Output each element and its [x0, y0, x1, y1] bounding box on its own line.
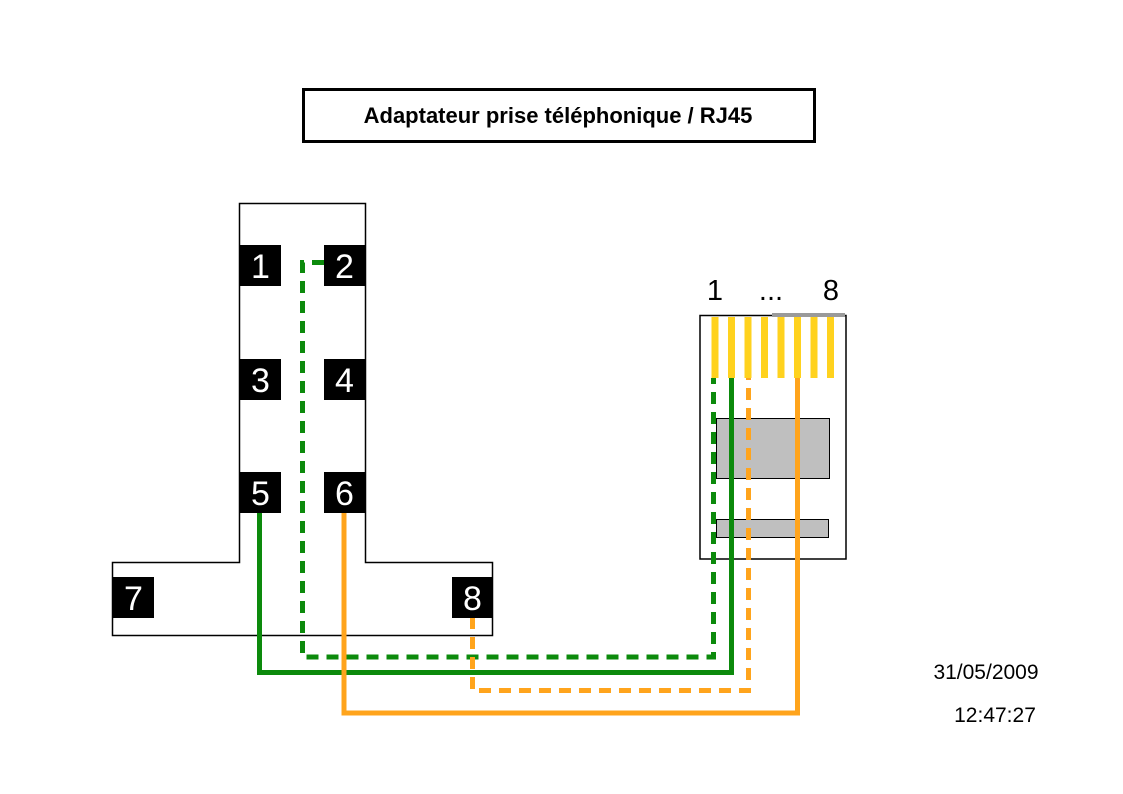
- phone-pin-8: [452, 577, 493, 618]
- phone-pin-5-number: 5: [251, 475, 270, 513]
- rj45-label-ellipsis: ...: [759, 275, 783, 307]
- phone-pin-6-number: 6: [335, 475, 354, 513]
- rj45-pin-5: [777, 317, 785, 378]
- rj45-top-sliver: [772, 313, 845, 317]
- phone-pin-2: [324, 245, 365, 286]
- phone-pin-7: [113, 577, 154, 618]
- rj45-pin-7: [810, 317, 818, 378]
- date-stamp: 31/05/2009: [933, 661, 1038, 684]
- rj45-pin-6: [794, 317, 801, 378]
- phone-pin-8-number: 8: [463, 580, 482, 618]
- phone-pin-3-number: 3: [251, 362, 270, 400]
- rj45-label-1: 1: [707, 275, 723, 307]
- wire-orange-solid: [341, 378, 800, 716]
- time-stamp: 12:47:27: [954, 704, 1036, 727]
- rj45-latch-block-large: [716, 418, 830, 479]
- phone-pin-4-number: 4: [335, 362, 354, 400]
- rj45-latch-block-small: [716, 519, 829, 538]
- phone-pin-5: [240, 472, 281, 513]
- rj45-pin-8: [827, 317, 834, 378]
- phone-pin-7-number: 7: [124, 580, 143, 618]
- phone-plug-pins: 1 2 3 4 5 6 7 8: [113, 245, 493, 618]
- phone-pin-1: [240, 245, 281, 286]
- rj45-pin-2: [728, 317, 735, 378]
- diagram-title: Adaptateur prise téléphonique / RJ45: [364, 103, 753, 128]
- phone-pin-6: [324, 472, 365, 513]
- wire-orange-dashed: [470, 378, 751, 693]
- rj45-pin-4: [761, 317, 768, 378]
- phone-pin-3: [240, 359, 281, 400]
- phone-pin-1-number: 1: [251, 248, 270, 286]
- phone-plug-outline: [111, 202, 494, 637]
- rj45-pin-3: [744, 317, 752, 378]
- phone-pin-2-number: 2: [335, 248, 354, 286]
- rj45-pin-1: [711, 317, 719, 378]
- phone-pin-4: [324, 359, 365, 400]
- wire-green-solid: [257, 378, 734, 675]
- rj45-label-8: 8: [823, 275, 839, 307]
- wire-green-dashed: [300, 260, 716, 660]
- title-box: [302, 88, 816, 143]
